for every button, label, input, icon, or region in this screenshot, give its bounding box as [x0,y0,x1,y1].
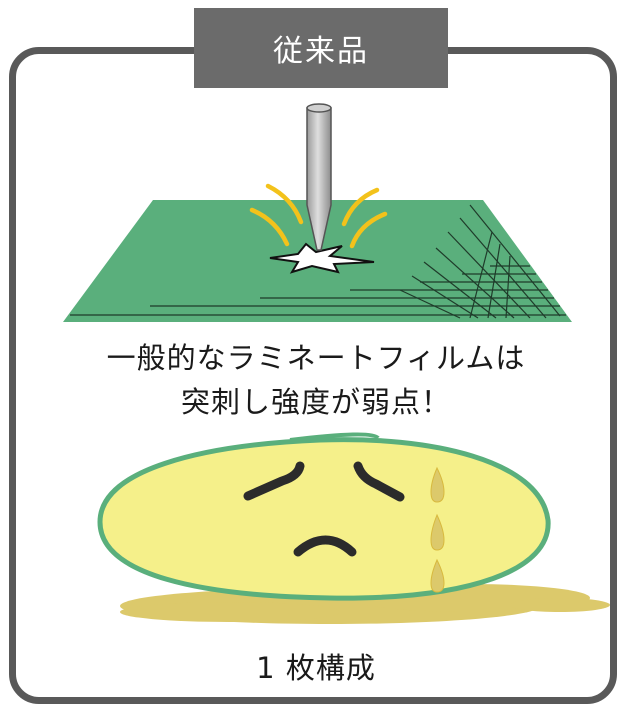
crosshatch-lines [70,204,566,319]
caption-line-2: 突刺し強度が弱点！ [180,385,451,419]
footer-label: 1 枚構成 [256,651,376,685]
impact-lines-icon [249,183,388,249]
needle-icon [306,103,332,251]
tear-drop-icon [430,466,445,593]
puncture-hole-icon [269,242,375,274]
sad-face-icon [97,432,551,601]
header-tab: 従来品 [194,8,448,88]
caption-line-1: 一般的なラミネートフィルムは [106,341,526,375]
